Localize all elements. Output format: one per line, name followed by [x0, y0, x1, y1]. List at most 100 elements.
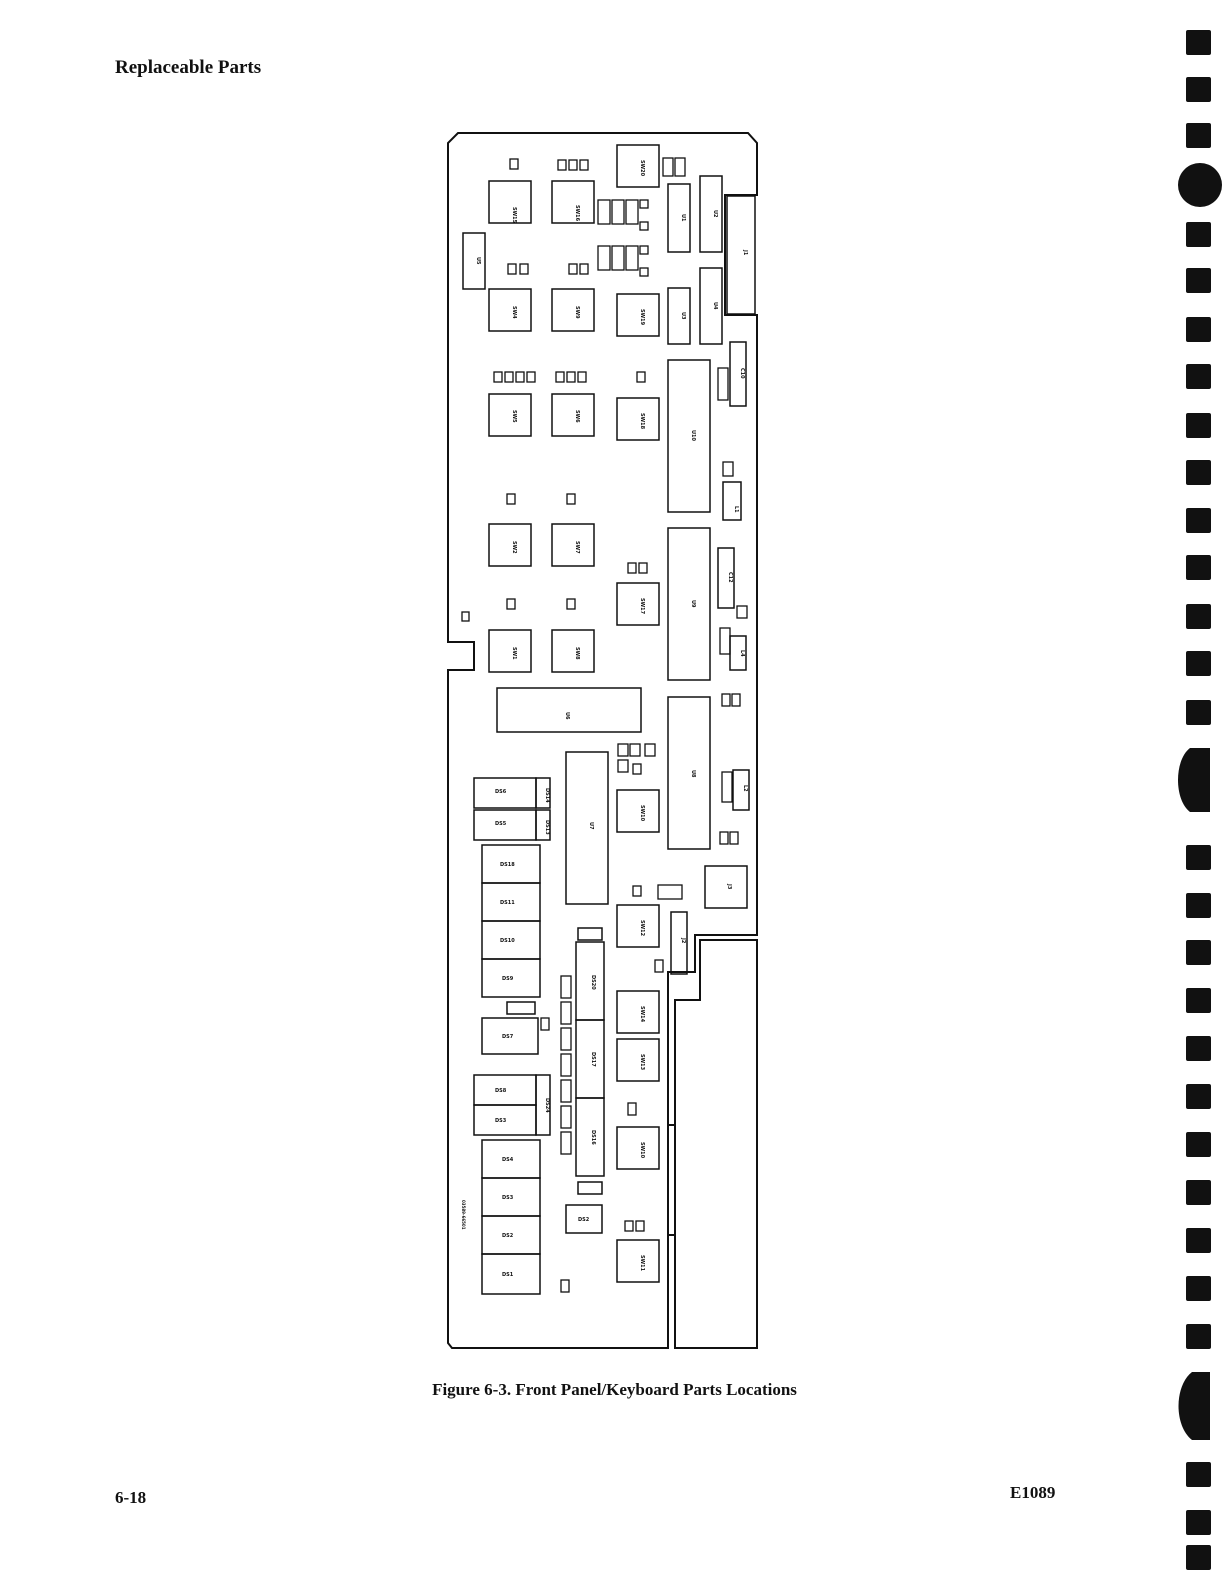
svg-text:SW8: SW8	[574, 647, 580, 660]
u1	[667, 183, 691, 253]
sw1	[488, 629, 532, 673]
svg-text:SW13: SW13	[639, 1054, 645, 1071]
svg-text:DS20: DS20	[590, 975, 596, 990]
svg-text:DS11: DS11	[500, 900, 515, 906]
sw10	[616, 789, 660, 833]
svg-text:C10: C10	[739, 368, 745, 379]
svg-text:L4: L4	[739, 650, 745, 657]
sw6	[551, 393, 595, 437]
svg-text:C12: C12	[727, 572, 733, 583]
j2	[670, 911, 688, 975]
u2	[699, 175, 723, 253]
svg-text:SW7: SW7	[574, 541, 580, 554]
svg-text:DS5: DS5	[495, 821, 507, 827]
led-bar-2	[575, 1019, 605, 1099]
svg-text:DS7: DS7	[502, 1034, 514, 1040]
svg-text:U3: U3	[680, 312, 686, 320]
svg-text:SW19: SW19	[639, 309, 645, 326]
sw13	[616, 1038, 660, 1082]
sw20	[616, 144, 660, 188]
svg-text:SW2: SW2	[511, 541, 517, 554]
svg-text:DS10: DS10	[500, 938, 515, 944]
svg-text:U9: U9	[690, 600, 696, 608]
sw7	[551, 523, 595, 567]
svg-text:SW11: SW11	[639, 1255, 645, 1272]
svg-text:DS18: DS18	[500, 862, 515, 868]
u5	[462, 232, 486, 290]
svg-text:SW9: SW9	[574, 306, 580, 319]
svg-text:DS3: DS3	[495, 1118, 507, 1124]
page-header: Replaceable Parts	[115, 57, 262, 78]
binding-margin	[1178, 30, 1222, 1570]
svg-text:J1: J1	[742, 249, 748, 256]
sw10b	[616, 1126, 660, 1170]
u6	[496, 687, 642, 733]
svg-text:DS9: DS9	[502, 976, 514, 982]
board-sub-outline	[674, 939, 758, 1349]
sw12	[616, 904, 660, 948]
c10	[729, 341, 747, 407]
u9	[667, 527, 711, 681]
sw11	[616, 1239, 660, 1283]
svg-text:SW16: SW16	[574, 205, 580, 222]
page-number: 6-18	[115, 1488, 147, 1507]
svg-text:U7: U7	[588, 822, 594, 830]
sw2	[488, 523, 532, 567]
j1	[726, 195, 756, 315]
svg-text:L1: L1	[733, 506, 739, 513]
svg-text:SW20: SW20	[639, 160, 645, 177]
svg-text:SW17: SW17	[639, 598, 645, 615]
svg-text:SW18: SW18	[639, 413, 645, 430]
sw9	[551, 288, 595, 332]
svg-text:U5: U5	[475, 257, 481, 265]
svg-text:U2: U2	[712, 210, 718, 218]
svg-text:SW12: SW12	[639, 920, 645, 937]
led-bar-3	[575, 1097, 605, 1177]
svg-text:DS24: DS24	[544, 1098, 550, 1113]
svg-text:DS3: DS3	[502, 1195, 514, 1201]
svg-text:03589-66501: 03589-66501	[461, 1200, 466, 1230]
figure-caption: Figure 6-3. Front Panel/Keyboard Parts L…	[432, 1380, 797, 1399]
svg-text:SW4: SW4	[511, 306, 517, 319]
svg-text:U4: U4	[712, 302, 718, 310]
l1	[722, 481, 742, 521]
l2	[732, 769, 750, 811]
svg-text:SW6: SW6	[574, 410, 580, 423]
document-code: E1089	[1010, 1483, 1056, 1502]
svg-text:DS17: DS17	[590, 1052, 596, 1067]
svg-text:J3: J3	[726, 883, 732, 890]
svg-text:SW15: SW15	[511, 207, 517, 224]
sw5	[488, 393, 532, 437]
sw17	[616, 582, 660, 626]
svg-text:DS2: DS2	[578, 1217, 590, 1223]
u3	[667, 287, 691, 345]
svg-text:L2: L2	[742, 785, 748, 792]
svg-text:U10: U10	[690, 430, 696, 442]
j3	[704, 865, 748, 909]
sw15	[488, 180, 532, 224]
u8	[667, 696, 711, 850]
c12	[717, 547, 735, 609]
u7	[565, 751, 609, 905]
sw8	[551, 629, 595, 673]
sw19	[616, 293, 660, 337]
svg-text:J2: J2	[680, 937, 686, 944]
board-outline	[447, 132, 758, 1349]
sw4	[488, 288, 532, 332]
svg-text:SW5: SW5	[511, 410, 517, 423]
svg-text:SW14: SW14	[639, 1006, 645, 1023]
svg-text:DS6: DS6	[495, 789, 507, 795]
u10	[667, 359, 711, 513]
svg-text:U1: U1	[680, 214, 686, 222]
svg-text:DS13: DS13	[544, 820, 550, 835]
led-bar-1	[575, 941, 605, 1021]
sw18	[616, 397, 660, 441]
svg-text:SW10: SW10	[639, 805, 645, 822]
svg-text:SW1: SW1	[511, 647, 517, 660]
u4	[699, 267, 723, 345]
svg-text:DS16: DS16	[590, 1130, 596, 1145]
sw16	[551, 180, 595, 224]
sw14	[616, 990, 660, 1034]
svg-text:U8: U8	[690, 770, 696, 778]
